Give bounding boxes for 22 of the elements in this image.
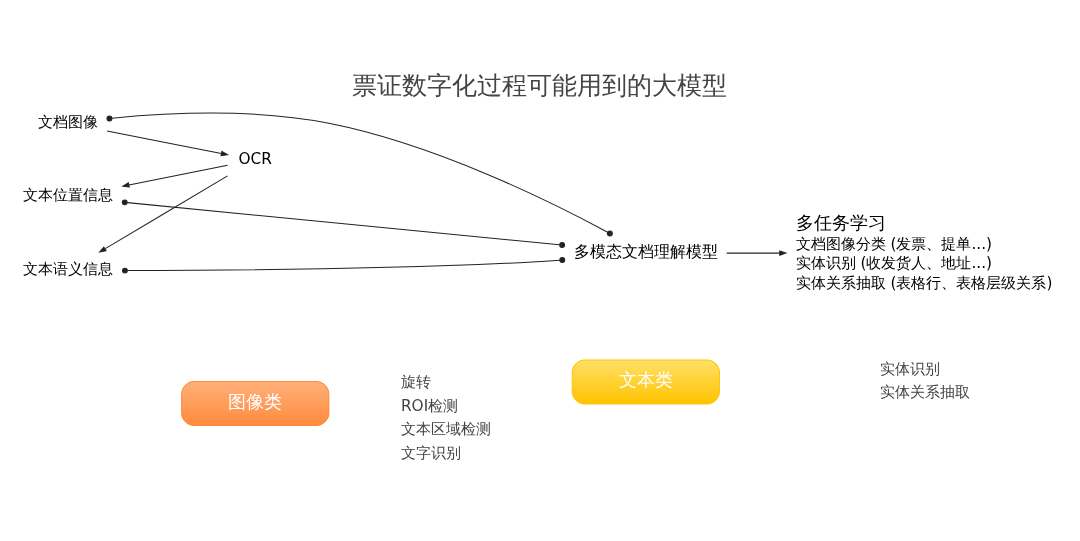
connector	[121, 257, 566, 274]
node-box: 图像类	[181, 380, 330, 426]
connector	[121, 199, 566, 248]
node-text: 多模态文档理解模型	[573, 242, 718, 261]
node-text: 文档图像	[37, 112, 98, 131]
node-text: 文本语义信息	[22, 260, 113, 279]
arrow	[726, 250, 788, 256]
diagram-title: 票证数字化过程可能用到的大模型	[352, 70, 728, 100]
node-text: 文本位置信息	[22, 186, 113, 205]
connector	[106, 112, 613, 237]
label: 文本区域检测	[400, 420, 491, 439]
node-text: OCR	[238, 149, 272, 168]
node-box: 文本类	[571, 359, 720, 405]
arrow	[98, 175, 229, 253]
label: 实体识别	[880, 359, 941, 378]
label: 文字识别	[400, 443, 461, 462]
label: 旋转	[400, 373, 431, 392]
label: 实体关系抽取	[880, 383, 971, 402]
arrow	[121, 164, 229, 188]
arrow	[106, 130, 229, 157]
label: ROI检测	[400, 396, 459, 415]
node-text: 多任务学习 文档图像分类 (发票、提单...) 实体识别 (收发货人、地址...) 实体关系抽取 (表格行、表格层级关系)	[795, 211, 1053, 292]
